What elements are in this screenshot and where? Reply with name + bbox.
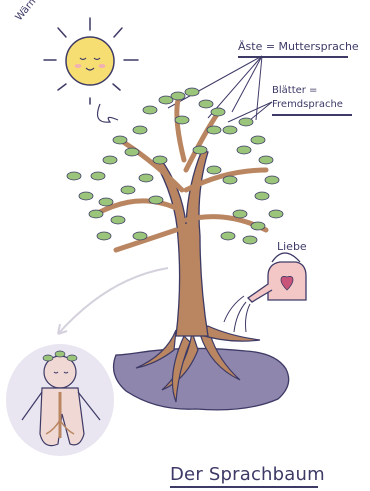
title-underline — [170, 486, 318, 488]
label-love: Liebe — [277, 240, 307, 253]
label-branches-underline — [238, 56, 348, 58]
label-leaves: Blätter = Fremdsprache — [272, 84, 343, 112]
watering-can-icon — [224, 253, 306, 332]
child-icon — [6, 344, 114, 456]
label-leaves-line2: Fremdsprache — [272, 98, 343, 112]
diagram-title: Der Sprachbaum — [170, 464, 325, 485]
label-branches: Äste = Muttersprache — [238, 40, 359, 53]
tree-to-child-arrow — [58, 268, 168, 334]
label-leaves-line1: Blätter = — [272, 84, 343, 98]
tree-icon — [67, 88, 289, 410]
sun-icon — [44, 18, 138, 104]
warmth-arrow — [98, 104, 118, 122]
label-leaves-underline — [272, 114, 352, 116]
